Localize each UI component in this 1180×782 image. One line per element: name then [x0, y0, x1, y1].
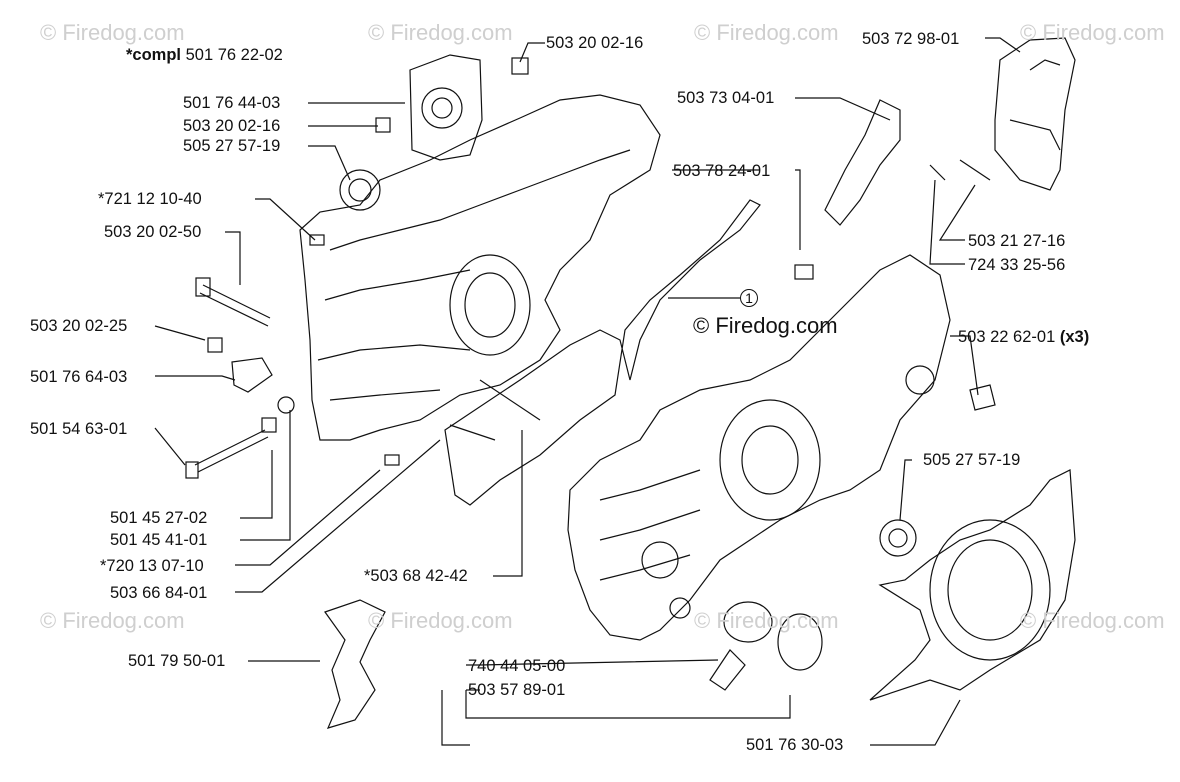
part-label: 505 27 57-19	[183, 137, 281, 155]
part-label: 501 45 41-01	[110, 531, 208, 549]
part-label: 501 76 64-03	[30, 368, 128, 386]
watermark: © Firedog.com	[694, 20, 839, 45]
watermark: © Firedog.com	[40, 20, 185, 45]
watermark: © Firedog.com	[694, 608, 839, 633]
part-label: 503 21 27-16	[968, 232, 1066, 250]
part-label: 503 20 02-50	[104, 223, 202, 241]
watermark: © Firedog.com	[40, 608, 185, 633]
part-label: 503 57 89-01	[468, 681, 566, 699]
assembly-number: 501 76 22-02	[185, 46, 283, 64]
watermark: © Firedog.com	[368, 20, 513, 45]
part-label: 503 72 98-01	[862, 30, 960, 48]
center-watermark: © Firedog.com	[693, 313, 838, 338]
part-label: 501 76 30-03	[746, 736, 844, 754]
part-number: 503 22 62-01	[958, 328, 1056, 346]
watermark: © Firedog.com	[368, 608, 513, 633]
part-label: 724 33 25-56	[968, 256, 1066, 274]
part-label: 503 78 24-01	[673, 162, 771, 180]
part-label: 503 20 02-25	[30, 317, 128, 335]
part-label: *720 13 07-10	[100, 557, 204, 575]
watermark: © Firedog.com	[1020, 608, 1165, 633]
part-label: 505 27 57-19	[923, 451, 1021, 469]
part-label: 501 76 44-03	[183, 94, 281, 112]
assembly-label: *compl 501 76 22-02	[126, 46, 283, 64]
part-label: 503 22 62-01 (x3)	[958, 328, 1089, 346]
part-label: 501 45 27-02	[110, 509, 208, 527]
part-label: 501 79 50-01	[128, 652, 226, 670]
part-label: 501 54 63-01	[30, 420, 128, 438]
part-label: 503 66 84-01	[110, 584, 208, 602]
part-label: *721 12 10-40	[98, 190, 202, 208]
part-label: *503 68 42-42	[364, 567, 468, 585]
part-label: 503 73 04-01	[677, 89, 775, 107]
watermark: © Firedog.com	[1020, 20, 1165, 45]
part-label: 503 20 02-16	[183, 117, 281, 135]
callout-1: 1	[740, 289, 758, 307]
part-label: 503 20 02-16	[546, 34, 644, 52]
quantity-note: (x3)	[1059, 328, 1090, 346]
part-label: 740 44 05-00	[468, 657, 566, 675]
assembly-prefix: *compl	[126, 46, 182, 64]
